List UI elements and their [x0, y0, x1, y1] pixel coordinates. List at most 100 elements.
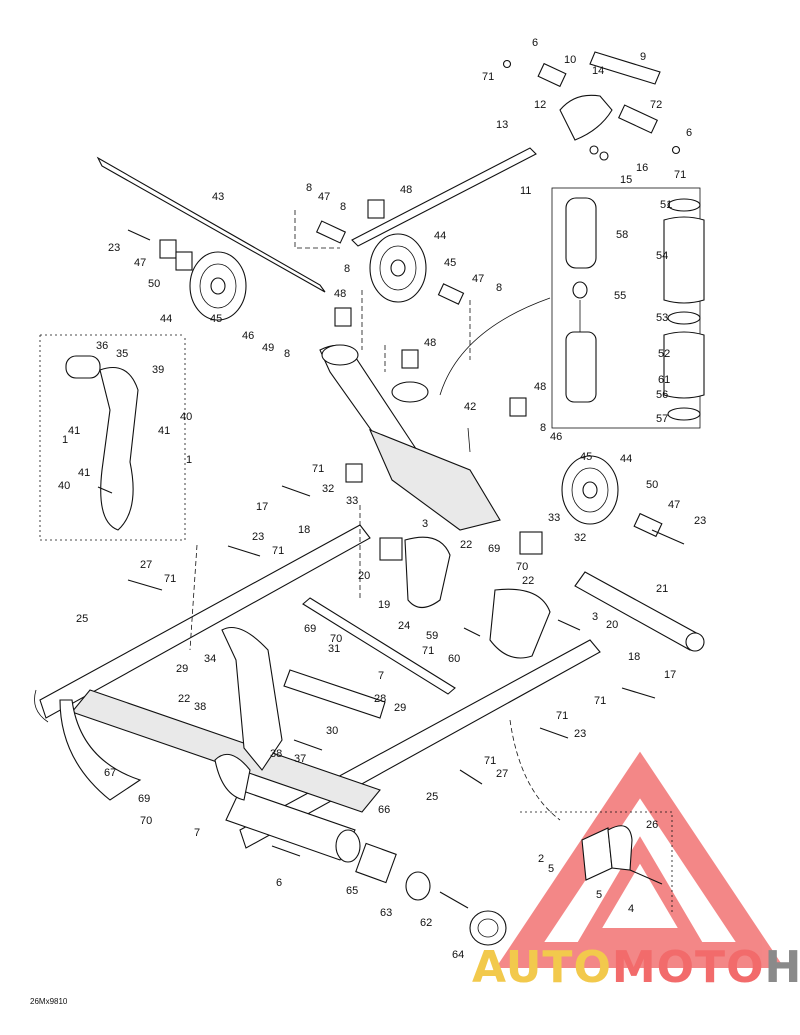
- callout-71: 71: [164, 573, 176, 585]
- callout-10: 10: [564, 54, 576, 66]
- callout-41: 41: [68, 425, 80, 437]
- callout-6: 6: [686, 127, 692, 139]
- callout-69: 69: [304, 623, 316, 635]
- callout-64: 64: [452, 949, 464, 961]
- callout-71: 71: [272, 545, 284, 557]
- callout-36: 36: [96, 340, 108, 352]
- callout-6: 6: [276, 877, 282, 889]
- callout-47: 47: [318, 191, 330, 203]
- callout-67: 67: [104, 767, 116, 779]
- inset-shock-absorber-frame: [551, 187, 701, 429]
- callout-33: 33: [346, 495, 358, 507]
- bar-30: [283, 669, 386, 719]
- callout-23: 23: [694, 515, 706, 527]
- cross-shaft-66: [225, 789, 431, 901]
- callout-14: 14: [592, 65, 604, 77]
- watermark-text: AUTOMOTOHUB: [472, 942, 800, 993]
- callout-34: 34: [204, 653, 216, 665]
- callout-41: 41: [158, 425, 170, 437]
- callout-47: 47: [668, 499, 680, 511]
- callout-8: 8: [344, 263, 350, 275]
- callout-12: 12: [534, 99, 546, 111]
- callout-70: 70: [516, 561, 528, 573]
- callout-23: 23: [574, 728, 586, 740]
- callout-17: 17: [256, 501, 268, 513]
- rod-11: [351, 147, 537, 247]
- loop-38: [214, 753, 251, 801]
- callout-71: 71: [482, 71, 494, 83]
- guide-lines: [189, 210, 561, 821]
- callout-44: 44: [434, 230, 446, 242]
- callout-48: 48: [534, 381, 546, 393]
- callout-66: 66: [378, 804, 390, 816]
- watermark-moto: MOTO: [612, 942, 765, 993]
- callout-22: 22: [460, 539, 472, 551]
- diagram-code: 26Mx9810: [30, 997, 68, 1006]
- callout-41: 41: [78, 467, 90, 479]
- callout-71: 71: [594, 695, 606, 707]
- callout-47: 47: [472, 273, 484, 285]
- callout-40: 40: [180, 411, 192, 423]
- callout-59: 59: [426, 630, 438, 642]
- callout-44: 44: [620, 453, 632, 465]
- callout-71: 71: [422, 645, 434, 657]
- idler-wheel-right-44: [561, 455, 619, 525]
- idler-wheel-top-44: [369, 233, 427, 303]
- bolts: [127, 229, 685, 909]
- inset-link-39: [65, 355, 139, 531]
- callout-labels: 1123345566677888888910111213141516171718…: [58, 37, 706, 961]
- callout-46: 46: [242, 330, 254, 342]
- watermark-hub: HUB: [764, 942, 800, 993]
- callout-2: 2: [538, 853, 544, 865]
- callout-29: 29: [176, 663, 188, 675]
- callout-1: 1: [186, 454, 192, 466]
- callout-48: 48: [400, 184, 412, 196]
- slide-rail-left-25: [34, 524, 371, 723]
- callout-25: 25: [426, 791, 438, 803]
- callout-52: 52: [658, 348, 670, 360]
- callout-44: 44: [160, 313, 172, 325]
- callout-7: 7: [194, 827, 200, 839]
- callout-4: 4: [628, 903, 634, 915]
- callout-13: 13: [496, 119, 508, 131]
- callout-18: 18: [628, 651, 640, 663]
- callout-50: 50: [646, 479, 658, 491]
- watermark-auto: AUTO: [472, 942, 612, 993]
- watermark-logo: [495, 751, 785, 968]
- callout-57: 57: [656, 413, 668, 425]
- callout-8: 8: [540, 422, 546, 434]
- callout-9: 9: [640, 51, 646, 63]
- callout-8: 8: [306, 182, 312, 194]
- callout-72: 72: [650, 99, 662, 111]
- callout-8: 8: [340, 201, 346, 213]
- callout-49: 49: [262, 342, 274, 354]
- callout-27: 27: [496, 768, 508, 780]
- callout-46: 46: [550, 431, 562, 443]
- bracket-19-59: [404, 536, 551, 659]
- shock-absorber: [319, 344, 501, 531]
- callout-35: 35: [116, 348, 128, 360]
- callout-70: 70: [140, 815, 152, 827]
- callout-47: 47: [134, 257, 146, 269]
- callout-45: 45: [580, 451, 592, 463]
- callout-69: 69: [488, 543, 500, 555]
- callout-69: 69: [138, 793, 150, 805]
- pivot-arm-12: [502, 59, 681, 161]
- callout-1: 1: [62, 434, 68, 446]
- callout-45: 45: [210, 313, 222, 325]
- callout-7: 7: [378, 670, 384, 682]
- callout-17: 17: [664, 669, 676, 681]
- axle-21: [574, 571, 705, 652]
- callout-60: 60: [448, 653, 460, 665]
- callout-62: 62: [420, 917, 432, 929]
- callout-55: 55: [614, 290, 626, 302]
- bushings: [159, 199, 663, 561]
- callout-18: 18: [298, 524, 310, 536]
- inset-bracket-frame: [520, 811, 673, 912]
- inset-shock-parts: [565, 197, 705, 421]
- callout-5: 5: [596, 889, 602, 901]
- callout-5: 5: [548, 863, 554, 875]
- callout-15: 15: [620, 174, 632, 186]
- callout-8: 8: [496, 282, 502, 294]
